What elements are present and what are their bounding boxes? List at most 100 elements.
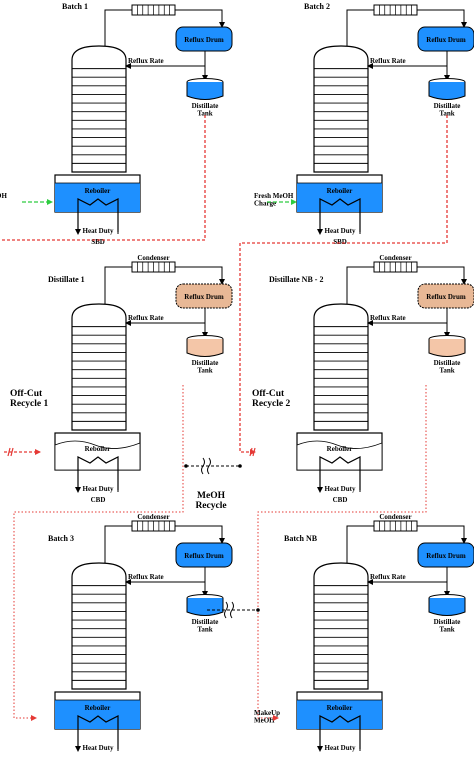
column xyxy=(71,562,127,690)
heat-duty-label: Heat Duty xyxy=(325,485,356,493)
reflux-drum xyxy=(417,283,474,309)
column xyxy=(313,45,369,173)
unit-title: Distillate 1 xyxy=(48,275,85,284)
distillate-tank xyxy=(186,598,224,616)
vapor-line xyxy=(346,266,374,304)
reboiler-label: Reboiler xyxy=(327,704,353,712)
offcut-stream-1 xyxy=(13,385,184,721)
heat-duty-label: Heat Duty xyxy=(83,744,114,752)
unit-title: Distillate NB - 2 xyxy=(269,275,323,284)
heating-coil xyxy=(319,456,361,490)
junction-dot xyxy=(238,464,242,468)
reflux-rate-label: Reflux Rate xyxy=(128,314,164,322)
reflux-drum-label: Reflux Drum xyxy=(426,36,466,44)
condensate-line xyxy=(417,266,467,285)
distillate-tank xyxy=(186,339,224,357)
reflux-drum-label: Reflux Drum xyxy=(184,552,224,560)
column xyxy=(71,45,127,173)
offcut-stream-2 xyxy=(257,385,427,721)
column xyxy=(71,303,127,431)
condensate-line xyxy=(175,525,225,544)
vapor-line xyxy=(104,525,132,563)
condenser-label: Condenser xyxy=(379,513,411,521)
reflux-rate-label: Reflux Rate xyxy=(370,573,406,581)
condenser-label: Condenser xyxy=(137,513,169,521)
junction-dot xyxy=(256,608,260,612)
reflux-rate-label: Reflux Rate xyxy=(128,573,164,581)
heating-coil xyxy=(319,715,361,749)
condenser-label: Condenser xyxy=(137,254,169,262)
unit-title: Batch NB xyxy=(284,534,318,543)
break-symbol xyxy=(224,601,234,619)
reflux-drum xyxy=(175,283,233,309)
reboiler-label: Reboiler xyxy=(85,187,111,195)
bottoms-label: SBD xyxy=(333,238,347,246)
reboiler-liquid xyxy=(297,700,382,729)
bottoms-label: CBD xyxy=(333,496,348,504)
heating-coil xyxy=(77,198,119,232)
reboiler-liquid xyxy=(296,440,383,471)
reflux-drum xyxy=(417,542,474,568)
unit-title: Batch 1 xyxy=(62,2,88,11)
bottoms-label: CBD xyxy=(91,496,106,504)
distillate-tank xyxy=(428,598,466,616)
vapor-line xyxy=(346,525,374,563)
line-break-1 xyxy=(7,447,14,457)
condenser-label: Condenser xyxy=(379,254,411,262)
heating-coil xyxy=(77,456,119,490)
column xyxy=(313,562,369,690)
reflux-rate-label: Reflux Rate xyxy=(370,314,406,322)
condensate-line xyxy=(175,266,225,285)
heating-coil xyxy=(319,198,361,232)
reboiler-label: Reboiler xyxy=(85,704,111,712)
unit-title: Batch 3 xyxy=(48,534,74,543)
heat-duty-label: Heat Duty xyxy=(83,227,114,235)
left-edge-label: OHe xyxy=(0,192,7,207)
vapor-line xyxy=(104,9,132,46)
transfer-stream-2 xyxy=(239,115,448,455)
reflux-drum xyxy=(175,26,233,52)
reboiler-label: Reboiler xyxy=(327,187,353,195)
break-symbol xyxy=(201,457,211,475)
unit-title: Batch 2 xyxy=(304,2,330,11)
heat-duty-label: Heat Duty xyxy=(325,227,356,235)
reflux-drum-label: Reflux Drum xyxy=(184,36,224,44)
reflux-rate-label: Reflux Rate xyxy=(370,57,406,65)
condensate-line xyxy=(417,525,467,544)
reflux-drum-label: Reflux Drum xyxy=(184,293,224,301)
reflux-drum xyxy=(417,26,474,52)
reboiler-label: Reboiler xyxy=(85,445,111,453)
reflux-drum-label: Reflux Drum xyxy=(426,293,466,301)
junction-dot xyxy=(184,464,188,468)
distillate-tank xyxy=(186,82,224,100)
reboiler-liquid xyxy=(55,183,140,212)
bottoms-label: SBD xyxy=(91,238,105,246)
vapor-line xyxy=(346,9,374,46)
reflux-drum xyxy=(175,542,233,568)
heat-duty-label: Heat Duty xyxy=(325,744,356,752)
line-break-2 xyxy=(249,447,256,457)
reboiler-liquid xyxy=(297,183,382,212)
reflux-rate-label: Reflux Rate xyxy=(128,57,164,65)
vapor-line xyxy=(104,266,132,304)
condensate-line xyxy=(175,9,225,28)
streams: OHeMeOHRecycle xyxy=(0,115,448,721)
heat-duty-label: Heat Duty xyxy=(83,485,114,493)
